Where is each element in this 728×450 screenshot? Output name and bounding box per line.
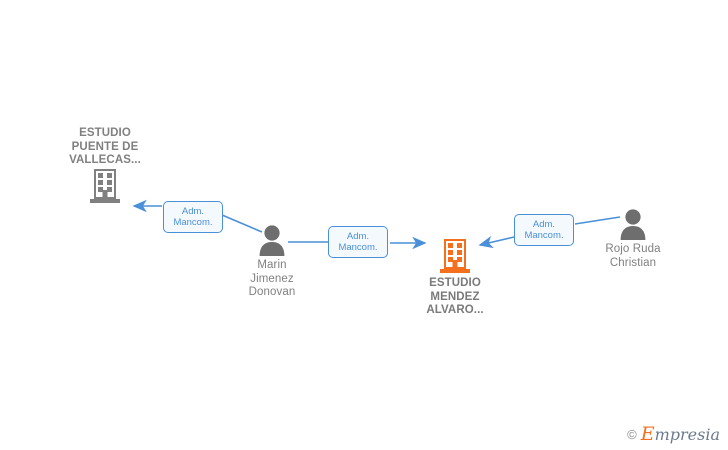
building-icon	[439, 238, 471, 274]
node-estudio-mendez-alvaro[interactable]: ESTUDIO MENDEZ ALVARO...	[395, 238, 515, 318]
node-label-estudio-mendez-alvaro: ESTUDIO MENDEZ ALVARO...	[426, 277, 484, 316]
brand-rest: mpresia	[654, 425, 720, 444]
node-label-rojo-ruda-christian: Rojo Ruda Christian	[605, 243, 661, 269]
person-icon	[618, 208, 648, 240]
person-icon	[257, 224, 287, 256]
node-marin-jimenez-donovan[interactable]: Marin Jimenez Donovan	[212, 224, 332, 300]
brand-initial: E	[640, 423, 655, 445]
copyright-icon: ©	[627, 426, 637, 442]
brand-wordmark: Empresia	[641, 425, 720, 444]
node-label-estudio-puente-vallecas: ESTUDIO PUENTE DE VALLECAS...	[69, 127, 141, 166]
edge-label-adm-mancom-3[interactable]: Adm. Mancom.	[514, 214, 574, 246]
empresia-watermark: © Empresia	[627, 425, 720, 444]
node-rojo-ruda-christian[interactable]: Rojo Ruda Christian	[573, 208, 693, 270]
edge-label-adm-mancom-2[interactable]: Adm. Mancom.	[328, 226, 388, 258]
node-label-marin-jimenez-donovan: Marin Jimenez Donovan	[248, 259, 296, 298]
node-estudio-puente-vallecas[interactable]: ESTUDIO PUENTE DE VALLECAS...	[45, 124, 165, 204]
edge-label-adm-mancom-1[interactable]: Adm. Mancom.	[163, 201, 223, 233]
building-icon	[89, 168, 121, 204]
